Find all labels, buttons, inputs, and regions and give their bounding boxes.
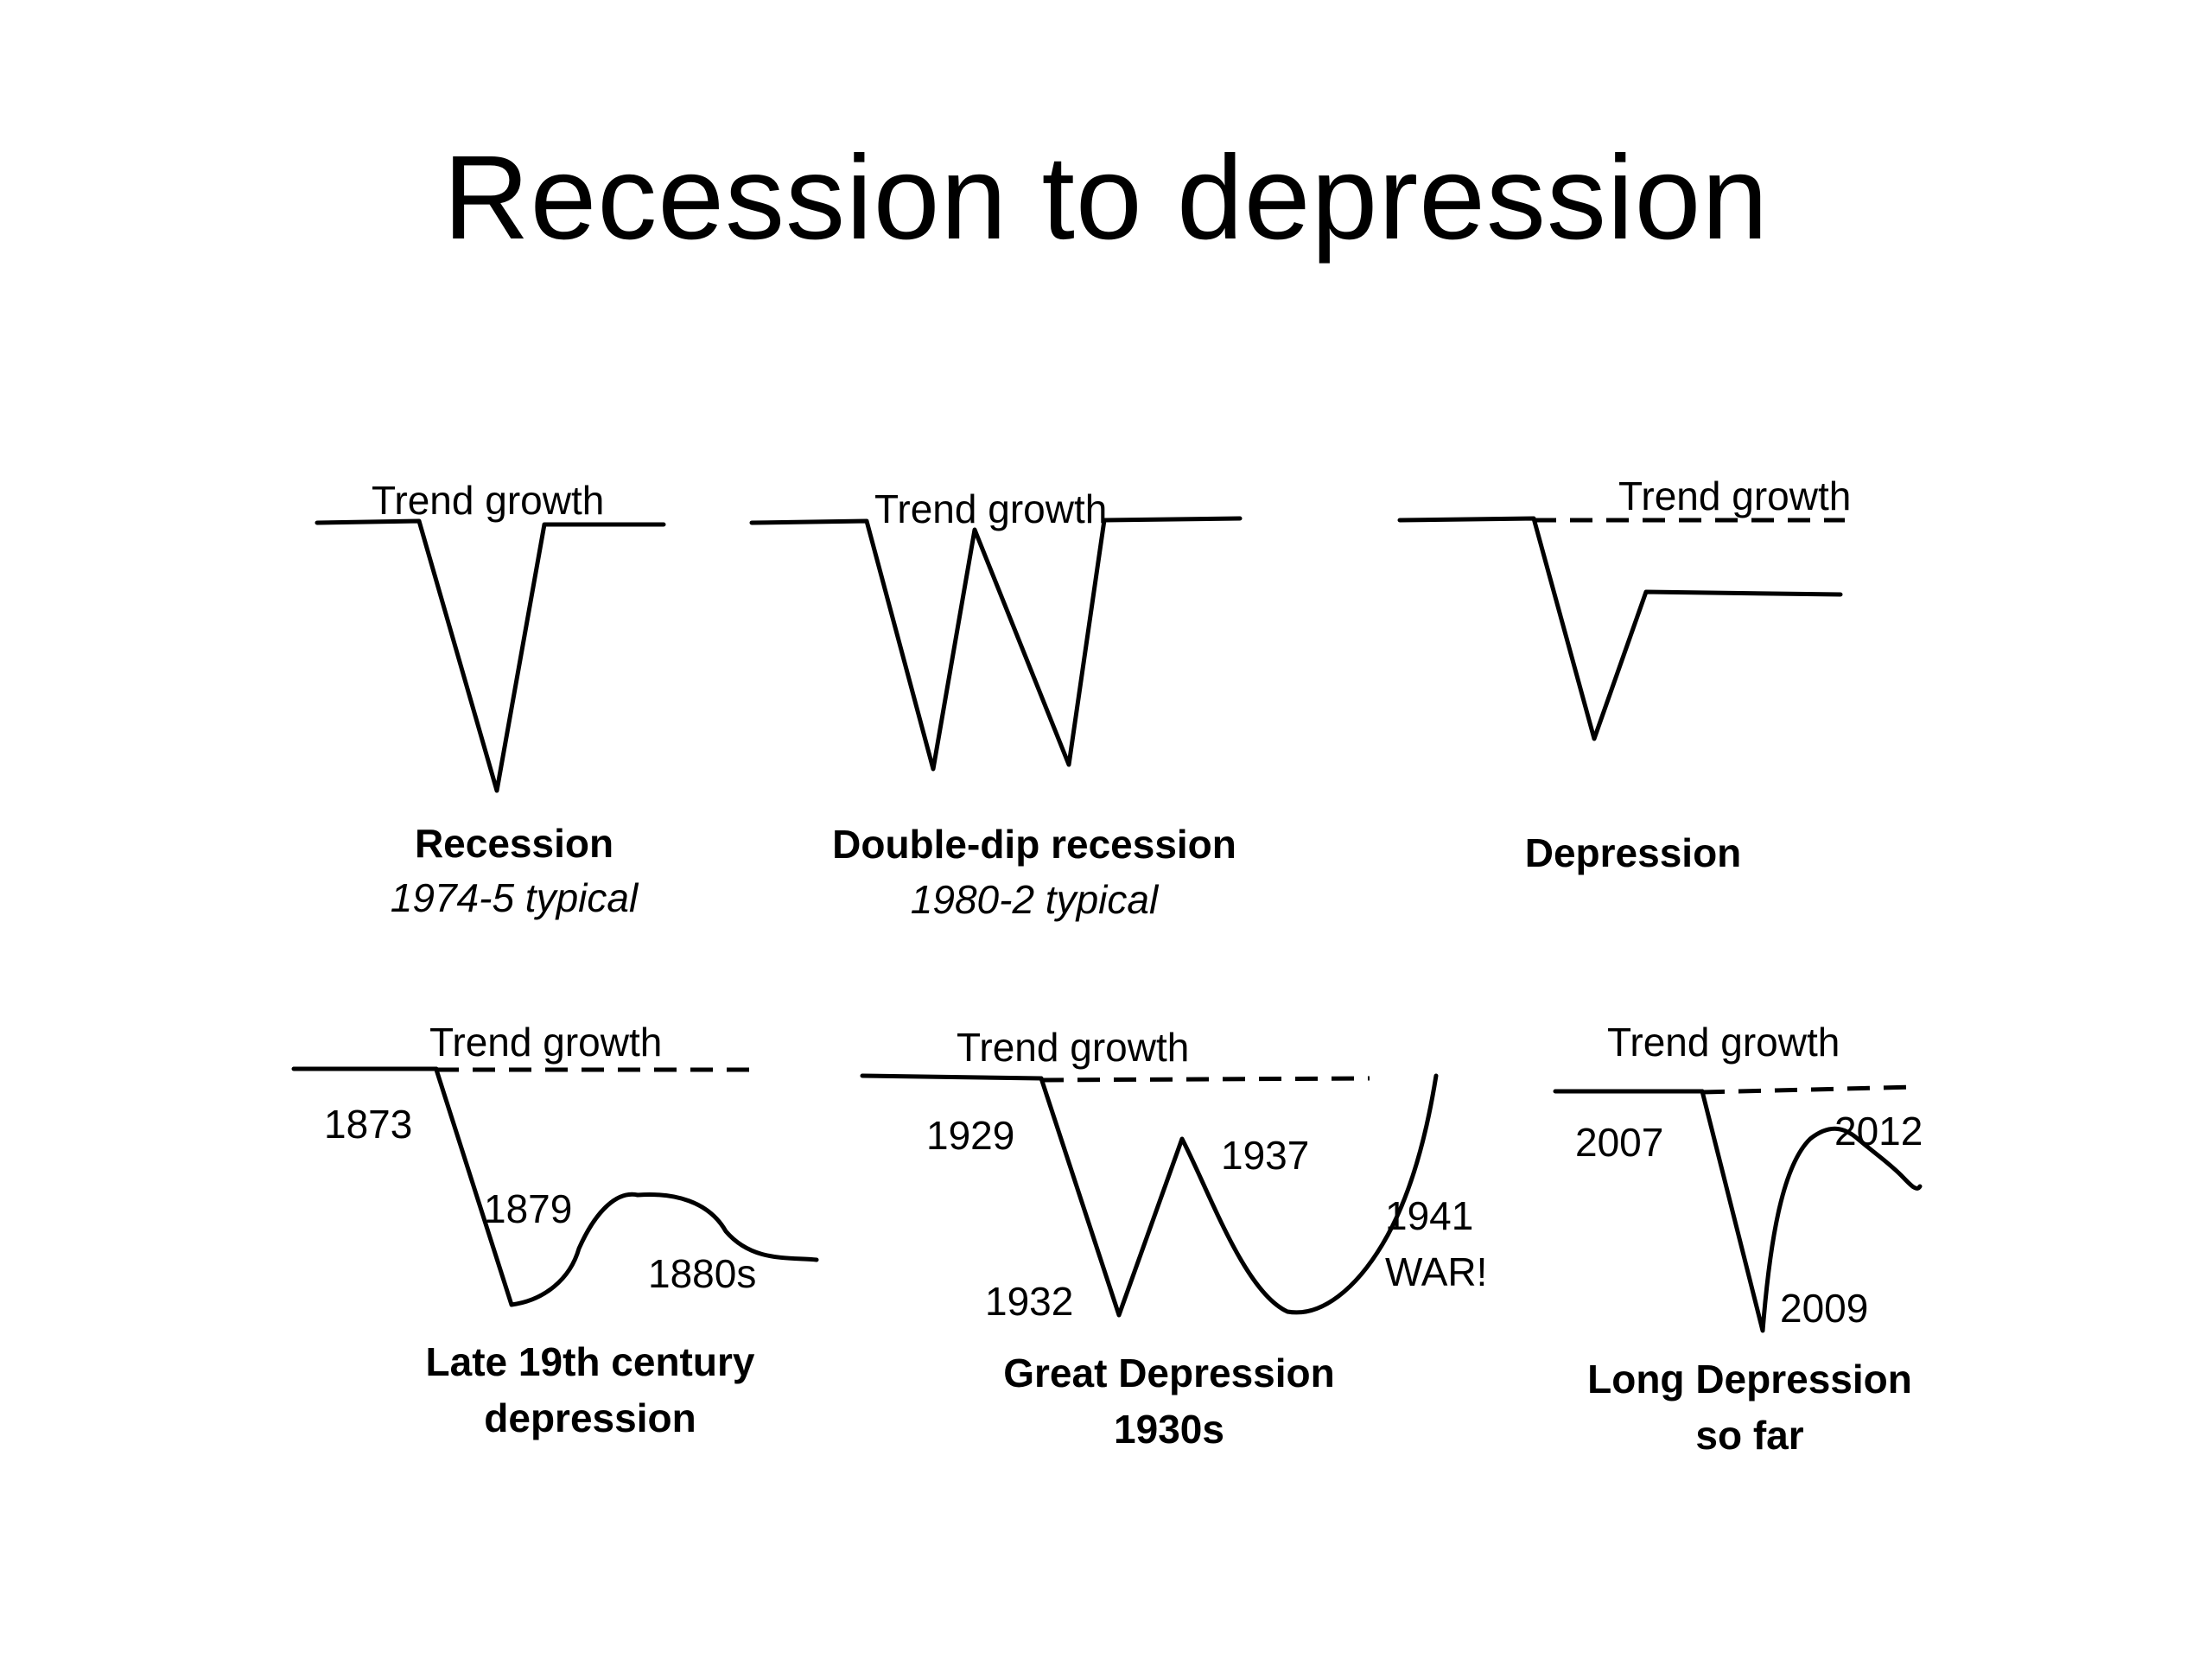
panel-long-depression: Trend growth 2007 2012 2009 Long Depress… — [1553, 1020, 1923, 1458]
panel-late-19th: Trend growth 1873 1879 1880s Late 19th c… — [291, 1020, 819, 1440]
year-label-2009: 2009 — [1780, 1286, 1868, 1331]
trend-label: Trend growth — [1607, 1020, 1840, 1065]
panel-caption-line-1: Late 19th century — [426, 1339, 755, 1384]
year-label-1880s: 1880s — [648, 1251, 756, 1296]
year-label-2012: 2012 — [1834, 1109, 1923, 1154]
panel-subcaption: 1974-5 typical — [391, 875, 639, 920]
year-label-1879: 1879 — [484, 1186, 572, 1231]
trend-dashed-line — [1040, 1076, 1370, 1083]
trend-label: Trend growth — [429, 1020, 662, 1065]
trend-label: Trend growth — [1618, 474, 1851, 518]
trend-dashed-line — [1701, 1084, 1917, 1095]
panel-caption-line-1: Great Depression — [1003, 1351, 1334, 1395]
war-label: WAR! — [1385, 1249, 1487, 1294]
panel-double-dip: Trend growth Double-dip recession 1980-2… — [749, 486, 1243, 922]
panel-subcaption: 1980-2 typical — [911, 877, 1160, 922]
trend-solid-line — [860, 1073, 1044, 1081]
panel-caption-line-2: depression — [484, 1395, 696, 1440]
panel-caption: Double-dip recession — [832, 822, 1236, 867]
year-label-2007: 2007 — [1575, 1120, 1663, 1165]
year-label-1873: 1873 — [324, 1102, 412, 1147]
panel-depression: Trend growth Depression — [1397, 474, 1851, 875]
slide-title: Recession to depression — [442, 131, 1770, 264]
long-depression-curve — [1700, 1089, 1923, 1333]
trend-label: Trend growth — [957, 1025, 1189, 1070]
panel-caption-line-1: Long Depression — [1587, 1357, 1912, 1402]
v-shape-curve — [315, 518, 666, 793]
panel-caption: Depression — [1525, 830, 1742, 875]
great-depression-curve — [1039, 1073, 1439, 1318]
depression-curve — [1397, 516, 1843, 741]
w-shape-curve — [749, 516, 1243, 772]
panel-caption-line-2: 1930s — [1114, 1407, 1224, 1452]
year-label-1929: 1929 — [926, 1113, 1014, 1158]
panel-caption-line-2: so far — [1695, 1413, 1803, 1458]
year-label-1941: 1941 — [1385, 1193, 1473, 1238]
panel-caption: Recession — [415, 821, 613, 866]
trend-label: Trend growth — [372, 478, 604, 523]
year-label-1937: 1937 — [1221, 1133, 1309, 1178]
panel-great-depression: Trend growth 1929 1937 1932 1941 WAR! Gr… — [860, 1025, 1487, 1452]
year-label-1932: 1932 — [985, 1279, 1073, 1324]
trend-label: Trend growth — [874, 486, 1107, 531]
late19-curve — [434, 1067, 819, 1307]
panel-recession: Trend growth Recession 1974-5 typical — [315, 478, 666, 920]
